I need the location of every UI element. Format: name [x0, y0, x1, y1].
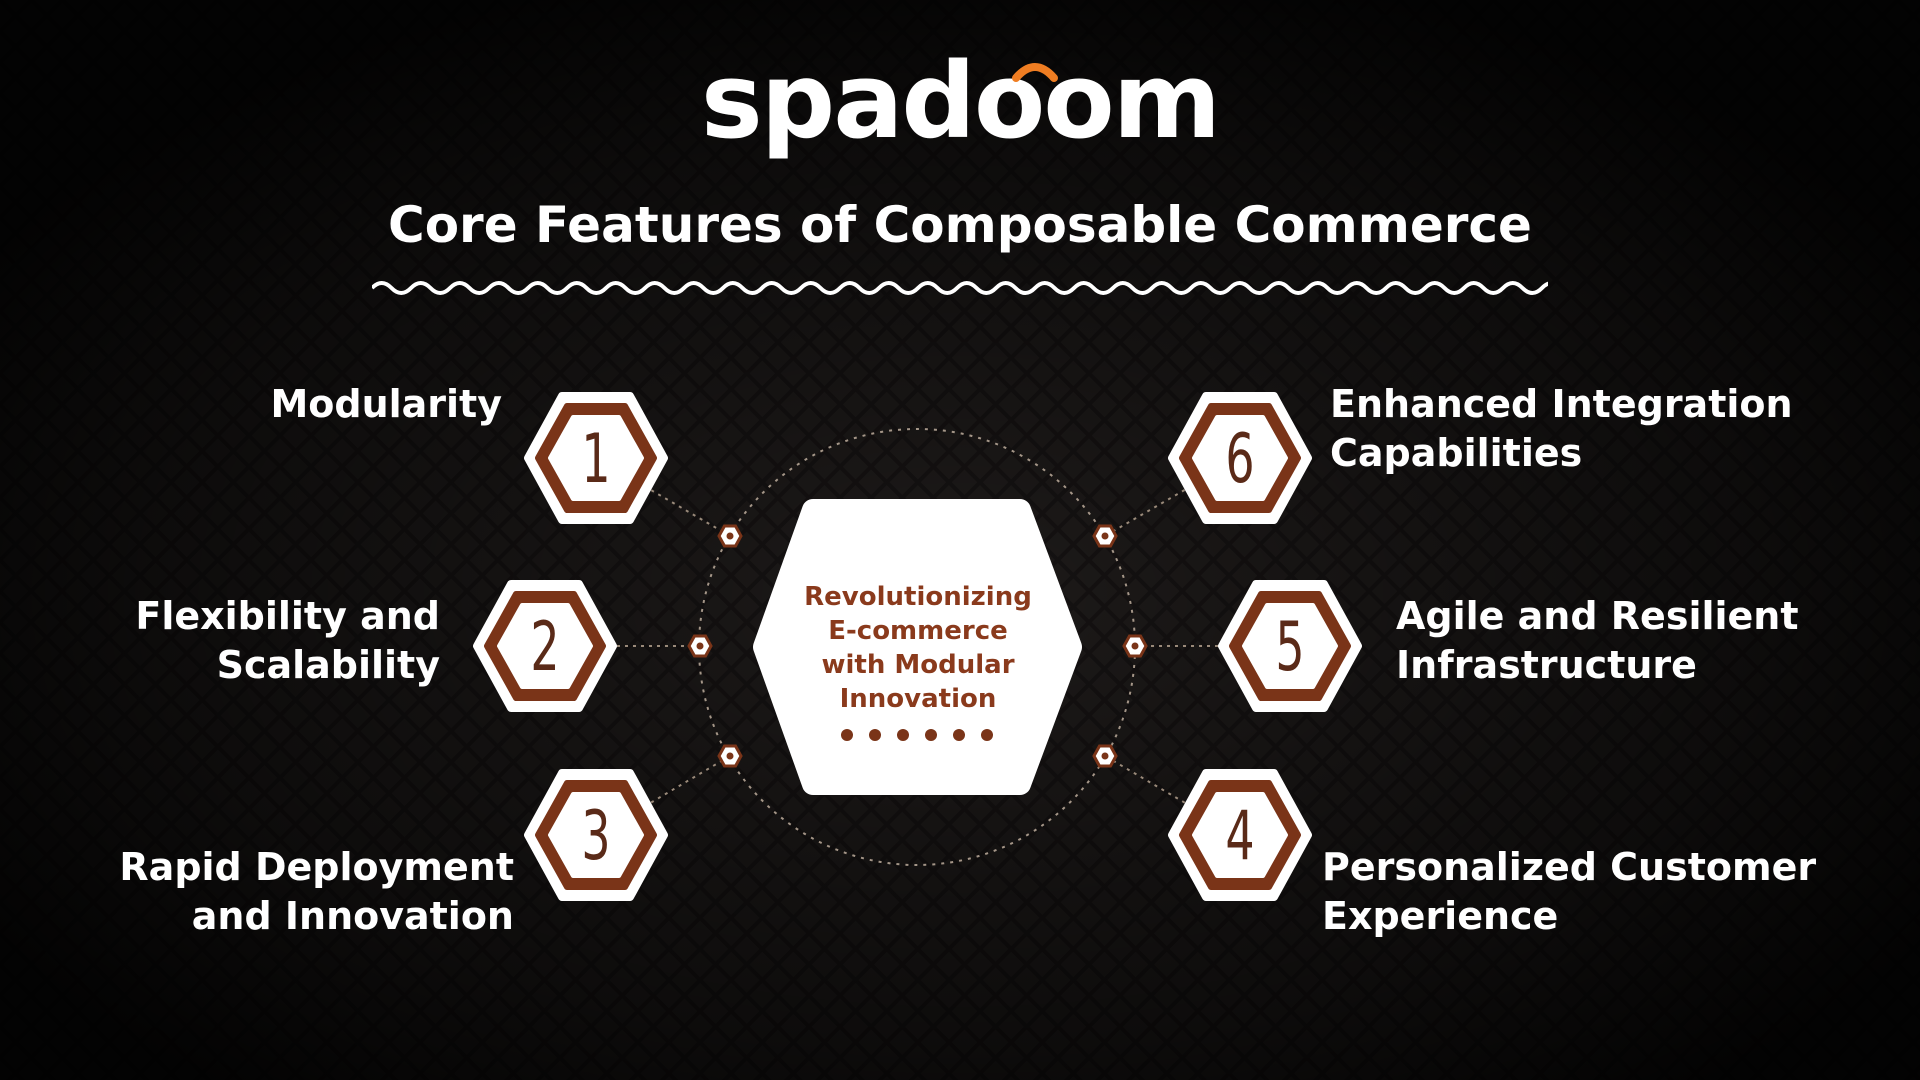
- number-hexagon-2: 2: [473, 580, 617, 712]
- node-dot-2: [696, 642, 704, 650]
- center-line: with Modular: [821, 650, 1015, 680]
- feature-label-4: Personalized Customer Experience: [1322, 843, 1822, 941]
- spadoom-logo: spadoom: [700, 40, 1221, 162]
- feature-4-line: Experience: [1322, 894, 1559, 938]
- page-title: Core Features of Composable Commerce: [388, 196, 1532, 254]
- node-dot-3: [726, 752, 734, 760]
- feature-number-4: 4: [1225, 797, 1254, 876]
- node-dot-6: [1101, 532, 1109, 540]
- feature-number-2: 2: [530, 608, 559, 687]
- feature-number-6: 6: [1225, 420, 1254, 499]
- center-dots: [841, 729, 993, 741]
- node-dot-1: [726, 532, 734, 540]
- feature-5-line: Infrastructure: [1396, 643, 1697, 687]
- feature-number-5: 5: [1275, 608, 1304, 687]
- node-dot-4: [1101, 752, 1109, 760]
- feature-label-2: Flexibility and Scalability: [100, 592, 440, 690]
- center-dot: [981, 729, 993, 741]
- center-line: Innovation: [839, 684, 997, 714]
- feature-3-line: Rapid Deployment: [119, 845, 514, 889]
- node-dot-5: [1131, 642, 1139, 650]
- center-line: Revolutionizing: [804, 582, 1032, 612]
- center-dot: [869, 729, 881, 741]
- center-hexagon: [753, 499, 1082, 795]
- number-hexagon-5: 5: [1218, 580, 1362, 712]
- number-hexagon-1: 1: [524, 392, 668, 524]
- center-line: E-commerce: [828, 616, 1008, 646]
- feature-6-line: Enhanced Integration: [1330, 382, 1793, 426]
- feature-2-line: Flexibility and: [135, 594, 440, 638]
- number-hexagon-3: 3: [524, 769, 668, 901]
- feature-2-line: Scalability: [216, 643, 440, 687]
- center-dot: [841, 729, 853, 741]
- feature-label-1: Modularity: [160, 380, 502, 429]
- wavy-underline: [372, 281, 1548, 295]
- feature-4-line: Personalized Customer: [1322, 845, 1817, 889]
- feature-1-line: Modularity: [270, 382, 502, 426]
- feature-5-line: Agile and Resilient: [1396, 594, 1799, 638]
- number-hexagon-4: 4: [1168, 769, 1312, 901]
- feature-6-line: Capabilities: [1330, 431, 1583, 475]
- center-label: Revolutionizing E-commerce with Modular …: [800, 580, 1036, 716]
- feature-number-3: 3: [581, 797, 610, 876]
- number-hexagon-6: 6: [1168, 392, 1312, 524]
- center-dot: [897, 729, 909, 741]
- feature-label-6: Enhanced Integration Capabilities: [1330, 380, 1820, 478]
- feature-label-5: Agile and Resilient Infrastructure: [1396, 592, 1816, 690]
- feature-label-3: Rapid Deployment and Innovation: [90, 843, 514, 941]
- logo-accent-arc: [1012, 63, 1058, 82]
- feature-number-1: 1: [581, 420, 610, 499]
- center-dot: [925, 729, 937, 741]
- feature-3-line: and Innovation: [191, 894, 514, 938]
- center-dot: [953, 729, 965, 741]
